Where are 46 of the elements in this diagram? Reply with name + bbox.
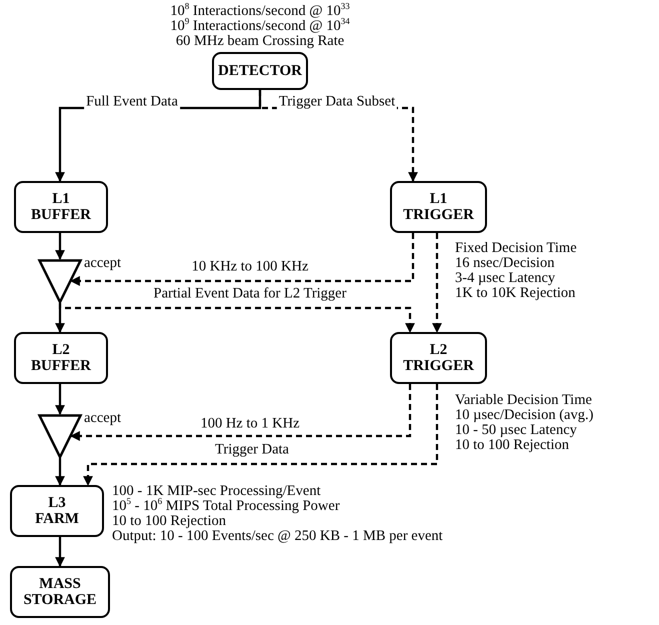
- edge-label: Full Event Data: [84, 94, 180, 110]
- annotation-text: 10$^{8}$ Interactions/second @ 10$^{33}$: [169, 4, 351, 19]
- annotation-text: 10$^{5}$ - 10$^{6}$ MIPS Total Processing Power: [112, 499, 341, 514]
- annotation-text: 10$^{9}$ Interactions/second @ 10$^{34}$: [169, 19, 351, 34]
- arrow: [58, 303, 415, 333]
- annotation-text: Variable Decision Time: [455, 393, 593, 408]
- arrow: [55, 384, 65, 415]
- annotation-text: 10 µsec/Decision (avg.): [455, 408, 594, 423]
- annotation-text: 10 - 50 µsec Latency: [455, 423, 577, 438]
- gate-triangle: [38, 259, 82, 303]
- annotation-text: 10 to 100 Rejection: [455, 438, 569, 453]
- arrow: [55, 458, 65, 486]
- annotation-text: 3-4 µsec Latency: [455, 271, 556, 286]
- process-box: [14, 332, 108, 384]
- annotation-text: Fixed Decision Time: [455, 241, 577, 256]
- annotation-text: accept: [84, 256, 122, 271]
- arrow: [83, 384, 438, 486]
- annotation-text: 1K to 10K Rejection: [455, 286, 576, 301]
- arrow: [55, 233, 65, 260]
- edge-label: Trigger Data Subset: [276, 94, 398, 110]
- process-box: [14, 181, 108, 233]
- annotation-text: 60 MHz beam Crossing Rate: [174, 34, 346, 49]
- box-label: L3 FARM: [34, 495, 80, 527]
- gate-triangle: [38, 414, 82, 458]
- box-label: L1 BUFFER: [30, 191, 92, 223]
- process-box: [10, 566, 110, 618]
- annotation-text: 16 nsec/Decision: [455, 256, 556, 271]
- process-box: [212, 52, 308, 90]
- process-box: [390, 181, 487, 233]
- annotation-text: 10 to 100 Rejection: [112, 514, 227, 529]
- arrow: [70, 384, 412, 441]
- annotation-text: accept: [84, 411, 122, 426]
- arrow: [55, 537, 65, 567]
- arrow: [432, 233, 442, 333]
- arrow: [70, 233, 414, 286]
- process-box: [390, 332, 487, 384]
- annotation-text: Output: 10 - 100 Events/sec @ 250 KB - 1 MB per event: [112, 529, 443, 544]
- annotation-text: 100 - 1K MIP-sec Processing/Event: [112, 484, 322, 499]
- edge-label: Trigger Data: [213, 442, 291, 458]
- process-box: [10, 485, 104, 537]
- box-label: MASS STORAGE: [22, 576, 98, 608]
- box-label: L2 TRIGGER: [402, 342, 476, 374]
- box-label: L1 TRIGGER: [402, 191, 476, 223]
- box-label: DETECTOR: [217, 63, 304, 79]
- edge-label: Partial Event Data for L2 Trigger: [152, 286, 348, 302]
- box-label: L2 BUFFER: [30, 342, 92, 374]
